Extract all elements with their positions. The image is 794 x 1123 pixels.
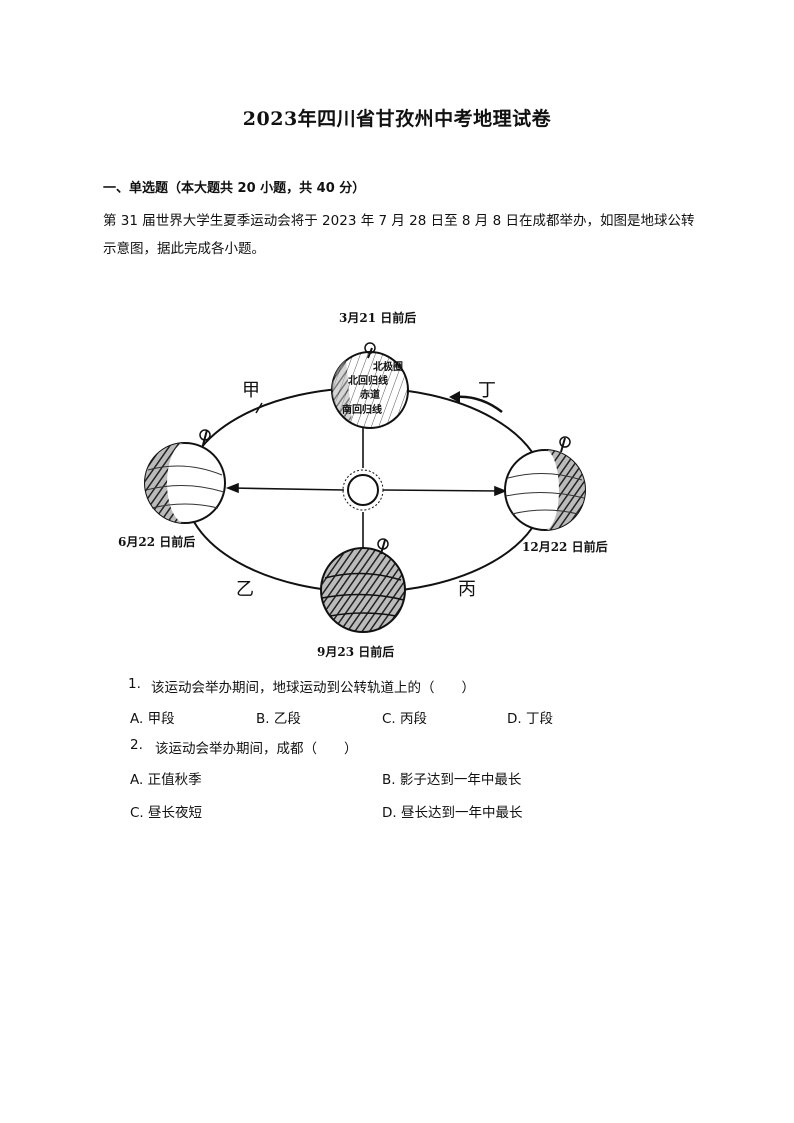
globe-label-tropic-cancer: 北回归线	[348, 374, 388, 387]
globe-june-icon	[144, 429, 226, 524]
question-2-option-c: C. 昼长夜短	[130, 805, 203, 821]
question-1-option-c: C. 丙段	[382, 711, 428, 727]
question-1-text: 该运动会举办期间，地球运动到公转轨道上的（ ）	[151, 680, 475, 696]
question-2-text: 该运动会举办期间，成都（ ）	[155, 741, 358, 757]
segment-bing: 丙	[458, 579, 476, 600]
segment-divider-jia	[255, 402, 263, 414]
sun-icon	[342, 469, 384, 511]
question-1-option-d: D. 丁段	[507, 711, 553, 727]
globe-label-tropic-capricorn: 南回归线	[342, 403, 382, 416]
segment-ding: 丁	[478, 380, 496, 401]
globe-label-arctic: 北极圈	[373, 360, 403, 373]
page-title: 2023年四川省甘孜州中考地理试卷	[242, 108, 552, 130]
label-june-22: 6月22 日前后	[118, 534, 195, 549]
segment-yi: 乙	[236, 579, 254, 600]
globe-march-icon	[331, 342, 409, 429]
axis-arrows	[225, 427, 508, 547]
segment-jia: 甲	[242, 380, 260, 401]
globe-september-icon	[320, 538, 406, 633]
question-2-number: 2.	[130, 737, 143, 753]
label-march-21: 3月21 日前后	[339, 310, 416, 325]
question-2-option-b: B. 影子达到一年中最长	[382, 772, 522, 788]
question-1-number: 1.	[128, 676, 141, 692]
question-1-option-a: A. 甲段	[130, 711, 175, 727]
globe-december-icon	[504, 436, 586, 531]
section-heading: 一、单选题（本大题共 20 小题，共 40 分）	[103, 181, 366, 196]
intro-paragraph: 第 31 届世界大学生夏季运动会将于 2023 年 7 月 28 日至 8 月 …	[103, 213, 695, 257]
question-1-option-b: B. 乙段	[256, 711, 301, 727]
label-december-22: 12月22 日前后	[522, 539, 608, 554]
question-2-option-a: A. 正值秋季	[130, 772, 202, 788]
question-2-option-d: D. 昼长达到一年中最长	[382, 805, 523, 821]
globe-label-equator: 赤道	[360, 388, 380, 401]
direction-arrow-icon	[449, 391, 503, 413]
label-september-23: 9月23 日前后	[317, 644, 394, 659]
earth-orbit-diagram: 北极圈 北回归线 赤道 南回归线 3月21 日前后 6月22 日前后 1	[118, 310, 608, 659]
